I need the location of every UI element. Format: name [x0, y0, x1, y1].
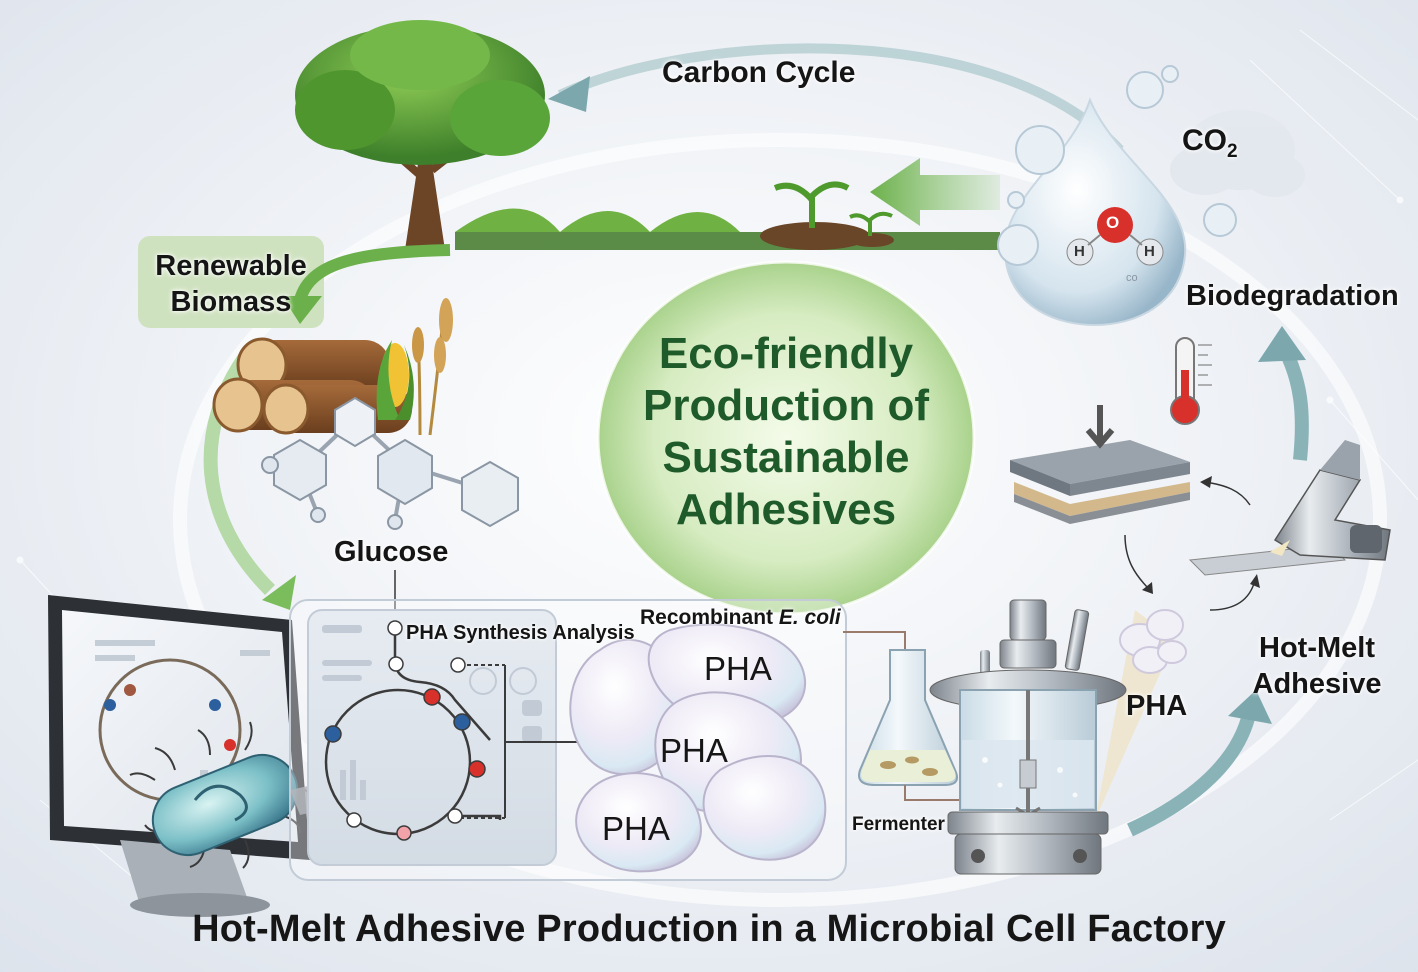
- hot-melt-adhesive-label: Hot-Melt Adhesive: [1242, 630, 1392, 702]
- bottom-title: Hot-Melt Adhesive Production in a Microb…: [192, 908, 1226, 950]
- water-hydrogen-label-left: H: [1074, 243, 1085, 260]
- center-title-line2: Production of: [643, 381, 929, 430]
- grass-strip: [455, 181, 1000, 250]
- biodegradation-label: Biodegradation: [1186, 280, 1399, 312]
- center-title-line3: Sustainable: [662, 433, 910, 482]
- co2-main: CO: [1182, 124, 1227, 157]
- carbon-cycle-label: Carbon Cycle: [662, 56, 856, 89]
- center-badge: [598, 262, 974, 614]
- hot-melt-line2: Adhesive: [1252, 668, 1382, 700]
- renewable-biomass-line2: Biomass: [170, 286, 292, 318]
- bubbles: [997, 65, 1237, 266]
- pha-granules: [569, 623, 827, 873]
- hot-melt-line1: Hot-Melt: [1259, 632, 1375, 664]
- oxygen-atom: [1097, 207, 1133, 243]
- recombinant-ecoli-label: Recombinant E. coli: [640, 606, 841, 630]
- water-drop-icon: [1003, 97, 1187, 327]
- pha-synthesis-label: PHA Synthesis Analysis: [406, 622, 635, 644]
- laminate-press-icon: [1010, 405, 1190, 524]
- cycle-ring: [173, 133, 1387, 907]
- press-down-arrow-icon: [1085, 405, 1115, 449]
- co2-label: CO2: [1182, 124, 1238, 163]
- water-hydrogen-label-right: H: [1144, 243, 1155, 260]
- pha-granule-label: PHA: [704, 650, 772, 687]
- press-to-pha-arrow: [1124, 534, 1151, 591]
- renewable-biomass-label: Renewable Biomass: [148, 248, 314, 320]
- sprout-icon: [773, 181, 850, 228]
- pathway-nodes: [324, 620, 486, 841]
- water-co-label: co: [1126, 272, 1138, 284]
- panel-ui-decoration: [322, 625, 542, 800]
- flask-icon: [858, 649, 958, 786]
- pha-pellets-icon: [1095, 609, 1187, 820]
- corn-icon: [376, 340, 414, 420]
- recombinant-species: E. coli: [778, 606, 841, 629]
- pha-granule-label: PHA: [602, 810, 670, 847]
- glucose-label: Glucose: [334, 536, 449, 568]
- center-title-line4: Adhesives: [675, 485, 897, 534]
- glue-gun-icon: [1188, 440, 1391, 576]
- biomass-arrow: [294, 244, 451, 302]
- return-to-plants-arrow: [870, 158, 1000, 226]
- carbon-cycle-arrowhead: [548, 76, 590, 112]
- water-oxygen-label: O: [1106, 213, 1120, 232]
- recombinant-prefix: Recombinant: [640, 606, 779, 629]
- thermometer-icon: [1170, 337, 1212, 425]
- hydrogen-atom: [1066, 238, 1094, 266]
- fermenter-label: Fermenter: [852, 814, 945, 835]
- co2-cloud: [1170, 110, 1305, 197]
- adhesive-arrow: [1127, 708, 1257, 837]
- center-title-line1: Eco-friendly: [658, 329, 914, 378]
- pha-granule-label: PHA: [660, 732, 728, 769]
- renewable-biomass-box: [138, 236, 324, 328]
- tree-icon: [295, 20, 550, 250]
- co2-subscript: 2: [1227, 141, 1238, 162]
- fermenter-icon: [929, 599, 1127, 875]
- wheat-icon: [412, 298, 453, 436]
- carbon-cycle-arc: [557, 43, 1124, 154]
- pha-product-label: PHA: [1126, 690, 1188, 722]
- center-title: Eco-friendly Production of Sustainable A…: [598, 328, 974, 536]
- renewable-biomass-line1: Renewable: [155, 250, 307, 282]
- flask-to-fermenter-line: [904, 785, 960, 801]
- hydrogen-atom: [1136, 238, 1164, 266]
- glucose-crystals: [261, 396, 519, 530]
